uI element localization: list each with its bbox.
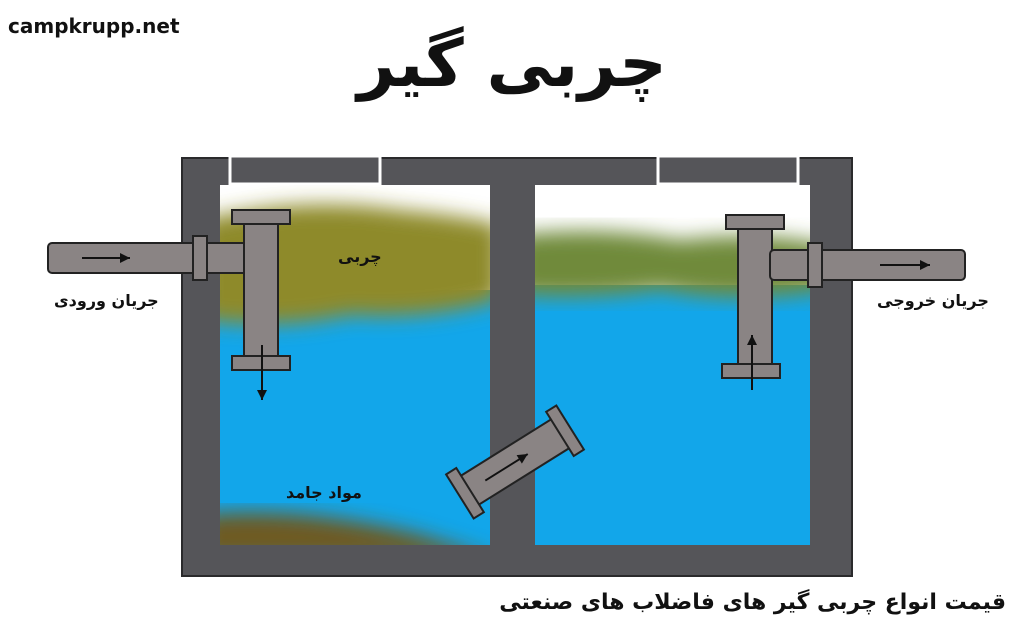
lid-right (656, 154, 800, 186)
label-inlet: جریان ورودی (54, 291, 159, 310)
right-chamber (535, 185, 810, 545)
sediment-layer (220, 512, 452, 545)
lid-left (228, 154, 382, 186)
grease-layer-left (220, 204, 490, 324)
label-outlet: جریان خروجی (877, 291, 989, 310)
caption: قیمت انواع چربی گیر های فاضلاب های صنعتی (499, 590, 1006, 615)
transfer-pipe (444, 404, 586, 520)
inlet-pipe (47, 209, 291, 400)
diagram-title: چربی گیر (357, 25, 667, 102)
outlet-pipe (721, 214, 966, 390)
label-solids: مواد جامد (286, 483, 362, 502)
label-grease: چربی (338, 247, 382, 267)
site-url: campkrupp.net (8, 14, 180, 38)
